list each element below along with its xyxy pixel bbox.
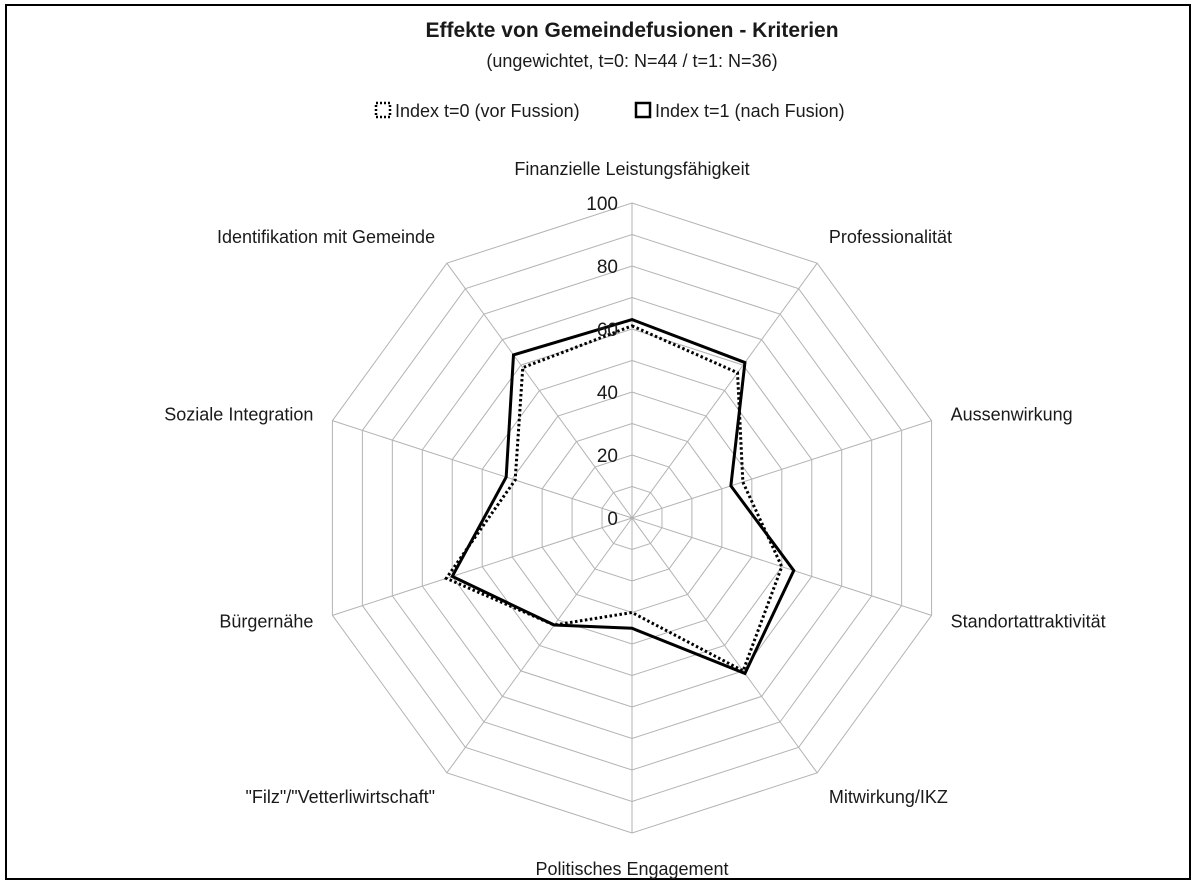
grid-spoke [631,262,818,519]
legend-swatch-t0 [374,101,392,119]
radar-series [443,317,796,676]
legend-label-t0: Index t=0 (vor Fussion) [395,101,580,121]
category-label: Politisches Engagement [535,859,728,879]
chart-subtitle: (ungewichtet, t=0: N=44 / t=1: N=36) [486,51,777,71]
grid-spoke [332,517,633,616]
category-label: Mitwirkung/IKZ [829,787,948,807]
series-line-t1 [450,317,796,676]
category-label: Identifikation mit Gemeinde [217,227,435,247]
radar-grid [331,202,933,834]
radial-tick-label: 0 [607,509,618,530]
category-label: Finanzielle Leistungsfähigkeit [514,159,749,179]
grid-spoke [446,262,633,519]
radial-tick-label: 20 [597,446,618,467]
legend-swatch-t1 [634,101,652,119]
category-label: Aussenwirkung [951,404,1073,424]
series-line-t0 [443,324,784,674]
chart-title: Effekte von Gemeindefusionen - Kriterien [425,19,838,42]
radial-tick-label: 80 [597,257,618,278]
radial-tick-label: 60 [597,320,618,341]
radial-tick-labels: 0 20 40 60 80 100 [586,194,618,530]
grid-spoke [631,420,932,519]
category-label: "Filz"/"Vetterliwirtschaft" [245,787,435,807]
legend: Index t=0 (vor Fussion) Index t=1 (nach … [374,101,845,121]
category-label: Standortattraktivität [951,612,1106,632]
grid-spoke [631,517,932,616]
category-label: Soziale Integration [164,404,313,424]
legend-label-t1: Index t=1 (nach Fusion) [655,101,845,121]
category-label: Professionalität [829,227,952,247]
radial-tick-label: 100 [586,194,618,215]
grid-spoke [631,517,818,774]
chart-frame [5,4,1191,880]
grid-spoke [332,420,633,519]
grid-spoke [446,517,633,774]
radial-tick-label: 40 [597,383,618,404]
category-labels: Finanzielle LeistungsfähigkeitProfession… [164,159,1105,879]
category-label: Bürgernähe [219,612,313,632]
